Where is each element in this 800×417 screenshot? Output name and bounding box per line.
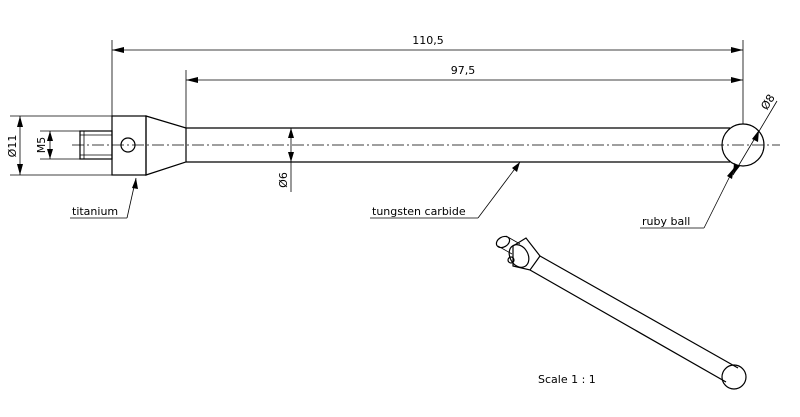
scale-label: Scale 1 : 1	[538, 373, 596, 386]
shaft-length-label: 97,5	[451, 64, 476, 77]
ruby-ball-label: ruby ball	[642, 215, 690, 228]
dimension-thread: M5	[35, 130, 80, 160]
leader-titanium: titanium	[70, 177, 138, 219]
shaft-diameter-label: Ø6	[277, 172, 290, 188]
overall-length-label: 110,5	[412, 34, 444, 47]
dimension-shaft-length: 97,5	[185, 64, 743, 128]
head-diameter-label: Ø11	[6, 135, 19, 158]
leader-tungsten-carbide: tungsten carbide	[370, 161, 521, 219]
taper	[145, 115, 187, 176]
iso-ruby-ball	[721, 364, 747, 390]
titanium-head	[111, 115, 147, 176]
dimension-head-diameter: Ø11	[6, 115, 112, 176]
dimension-ball-diameter: Ø8	[732, 92, 778, 176]
thread-label: M5	[35, 137, 48, 154]
leader-ruby-ball: ruby ball	[640, 167, 735, 229]
iso-cross-hole	[507, 256, 515, 264]
tungsten-carbide-label: tungsten carbide	[372, 205, 466, 218]
dimension-shaft-diameter: Ø6	[277, 128, 294, 192]
stylus-side-view	[72, 115, 780, 176]
iso-stud-end	[495, 235, 511, 249]
dimension-overall-length: 110,5	[111, 34, 744, 124]
ball-diameter-label: Ø8	[758, 92, 777, 112]
cross-hole	[120, 137, 136, 153]
titanium-label: titanium	[72, 205, 118, 218]
stylus-isometric-view	[495, 235, 747, 390]
